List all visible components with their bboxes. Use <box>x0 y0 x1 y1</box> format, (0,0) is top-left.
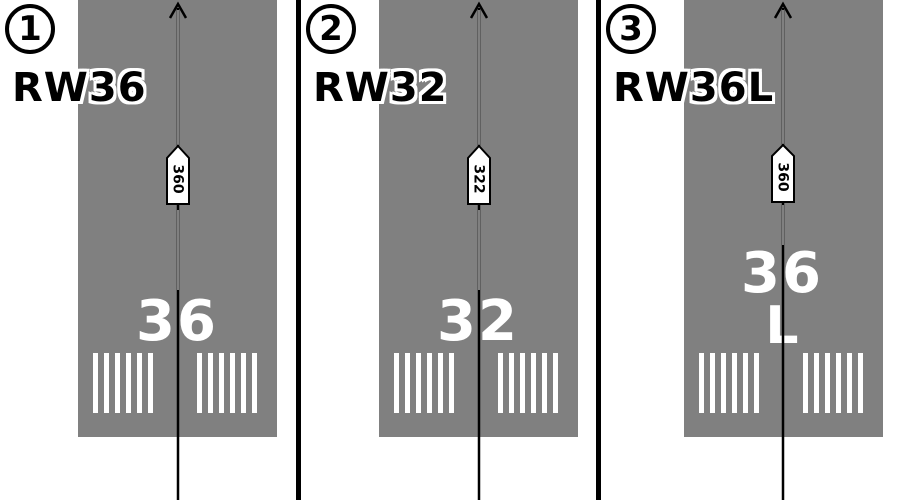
runway-label: RW36 <box>12 65 147 111</box>
threshold-markings-left <box>699 353 759 413</box>
arrow-head <box>773 1 793 19</box>
threshold-markings-left <box>394 353 454 413</box>
panel-divider <box>296 0 301 500</box>
arrow-head <box>168 1 188 19</box>
panel-number-badge: 2 <box>306 4 356 54</box>
track-line <box>771 1 795 500</box>
heading-tag: 360 <box>772 152 794 202</box>
arrow-head <box>469 1 489 19</box>
panel-rw36: 36 360 1 RW36 <box>0 0 296 500</box>
runway-number: 32 <box>437 289 519 354</box>
panel-rw32: 32 322 2 RW32 <box>301 0 597 500</box>
panel-rw36l: 36 L 360 3 RW36L <box>601 0 900 500</box>
track-line <box>467 1 491 500</box>
panel-number-badge: 1 <box>5 4 55 54</box>
heading-tag: 322 <box>468 154 490 204</box>
heading-tag: 360 <box>167 154 189 204</box>
panel-number-badge: 3 <box>606 4 656 54</box>
heading-value: 360 <box>170 164 187 194</box>
heading-tag-shape <box>166 144 190 205</box>
panel-divider <box>596 0 601 500</box>
threshold-markings-left <box>93 353 153 413</box>
heading-value: 360 <box>775 162 792 192</box>
runway-number: 36 <box>136 289 218 354</box>
heading-tag-shape <box>771 143 795 203</box>
heading-tag-shape <box>467 144 491 205</box>
threshold-markings-right <box>803 353 863 413</box>
threshold-markings-right <box>197 353 257 413</box>
threshold-markings-right <box>498 353 558 413</box>
runway-label: RW32 <box>313 65 448 111</box>
track-line <box>166 1 190 500</box>
runway-label: RW36L <box>613 65 775 111</box>
runway-number: 36 <box>741 241 823 306</box>
heading-value: 322 <box>471 164 488 194</box>
